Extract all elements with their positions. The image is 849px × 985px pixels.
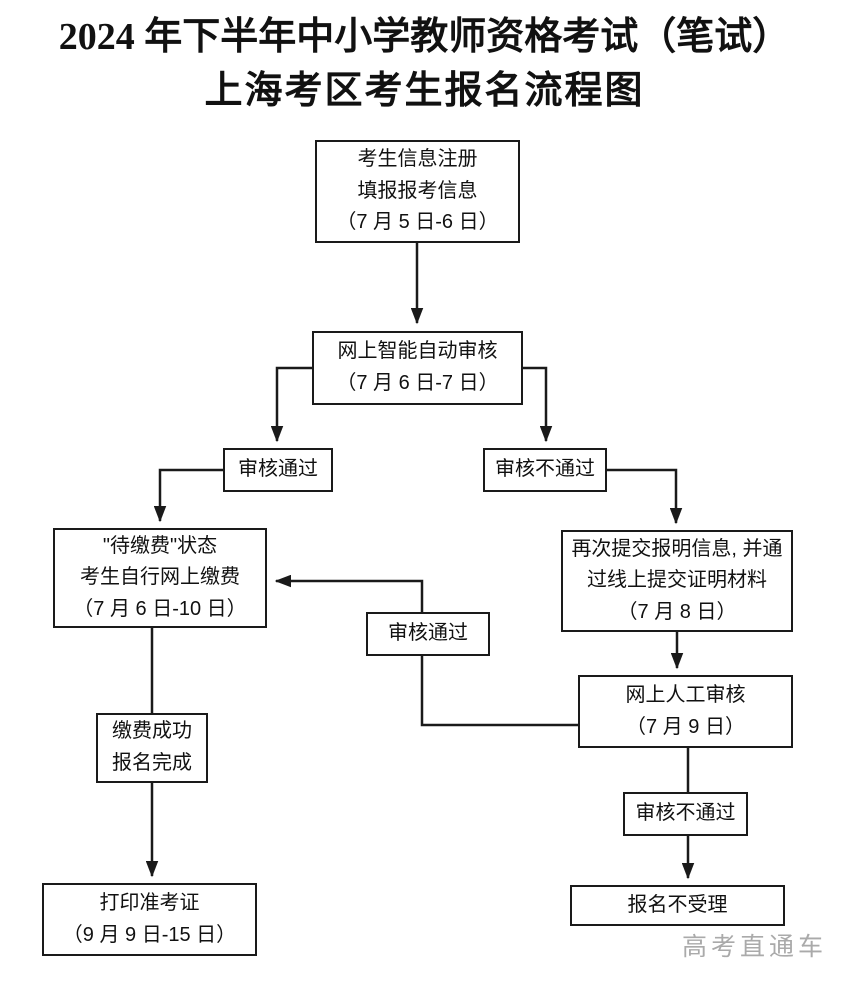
connector-fail-to-resubmit [607, 468, 683, 525]
node-register: 考生信息注册 填报报考信息 （7 月 5 日-6 日） [315, 140, 520, 243]
node-line: 打印准考证 [99, 891, 200, 914]
node-line: 缴费成功 [112, 720, 192, 743]
connector-pass-to-payment [153, 468, 223, 523]
page-title: 2024 年下半年中小学教师资格考试（笔试） 上海考区考生报名流程图 [0, 10, 849, 118]
node-line: （7 月 5 日-6 日） [336, 211, 499, 234]
page-title-line1: 2024 年下半年中小学教师资格考试（笔试） [58, 16, 791, 58]
node-line: 审核通过 [238, 458, 318, 481]
node-line: "待缴费"状态 [102, 534, 218, 557]
node-line: 填报报考信息 [357, 179, 478, 202]
node-auto-review: 网上智能自动审核 （7 月 6 日-7 日） [312, 331, 523, 405]
node-line: 网上人工审核 [625, 683, 746, 706]
node-line: 审核不通过 [495, 458, 595, 481]
node-line: 网上智能自动审核 [337, 340, 498, 363]
node-manual-review: 网上人工审核 （7 月 9 日） [578, 675, 793, 748]
node-manual-review-passed: 审核通过 [366, 612, 490, 656]
node-line: 审核不通过 [635, 802, 736, 825]
node-review-failed: 审核不通过 [483, 448, 607, 492]
node-line: 考生信息注册 [357, 148, 478, 171]
node-line: （9 月 9 日-15 日） [62, 923, 237, 946]
watermark: 高考直通车 [681, 933, 827, 961]
node-print-admission-ticket: 打印准考证 （9 月 9 日-15 日） [42, 883, 257, 956]
node-line: 过线上提交证明材料 [587, 569, 767, 592]
connector-autoreview-to-pass [270, 366, 312, 443]
node-line: （7 月 6 日-7 日） [336, 372, 499, 394]
node-line: 报名完成 [112, 752, 192, 774]
node-payment-pending: "待缴费"状态 考生自行网上缴费 （7 月 6 日-10 日） [53, 528, 267, 628]
node-review-passed: 审核通过 [223, 448, 333, 492]
node-line: 审核通过 [388, 622, 468, 645]
node-registration-rejected: 报名不受理 [570, 885, 785, 926]
node-line: 再次提交报明信息, 并通 [571, 537, 783, 560]
node-line: 考生自行网上缴费 [80, 566, 240, 589]
node-line: （7 月 9 日） [626, 715, 745, 738]
connector-autoreview-to-fail [523, 366, 553, 443]
node-line: （7 月 8 日） [617, 600, 737, 623]
node-manual-review-failed: 审核不通过 [623, 792, 748, 836]
page-title-line2: 上海考区考生报名流程图 [204, 70, 645, 112]
node-payment-complete: 缴费成功 报名完成 [96, 713, 208, 783]
node-line: （7 月 6 日-10 日） [73, 597, 247, 620]
node-line: 报名不受理 [627, 893, 728, 916]
node-resubmit-info: 再次提交报明信息, 并通 过线上提交证明材料 （7 月 8 日） [561, 530, 793, 632]
